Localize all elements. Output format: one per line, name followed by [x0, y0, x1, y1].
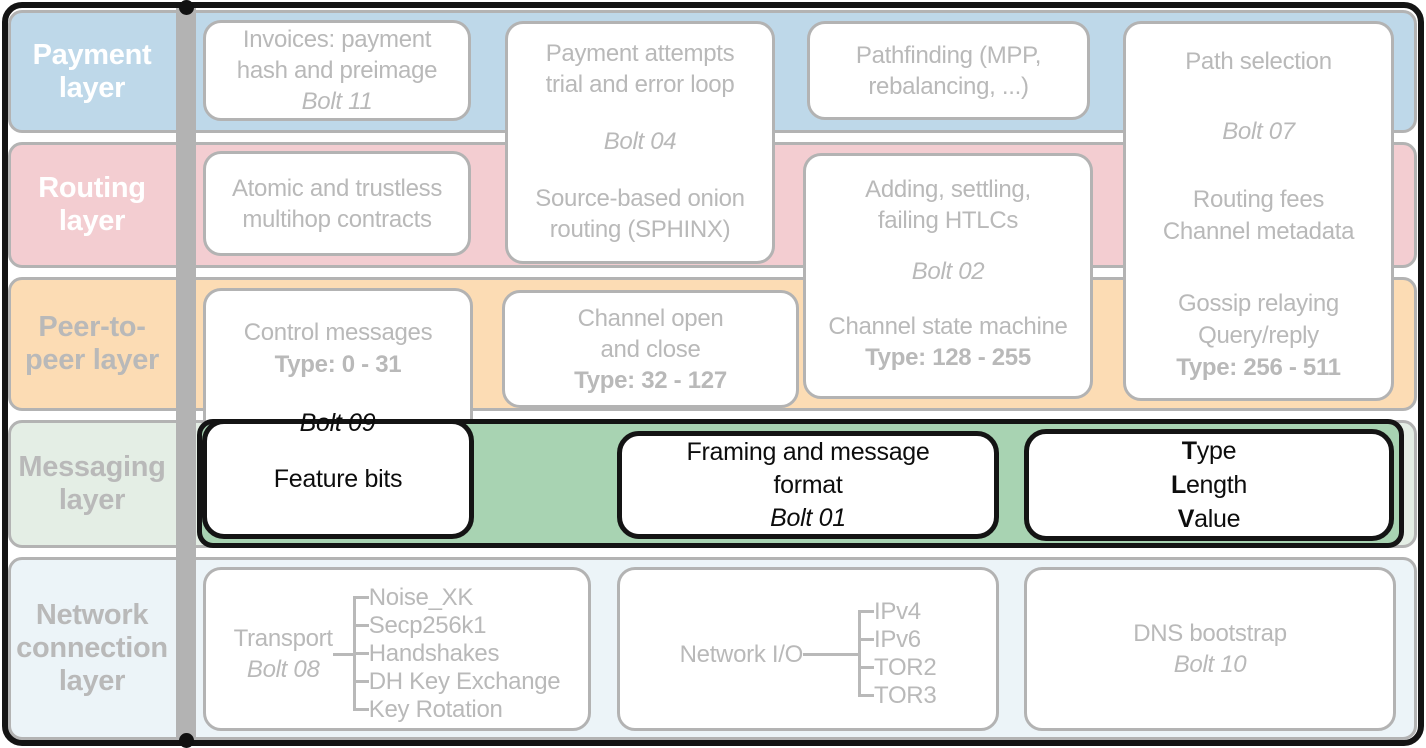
transport-item-key-rotation: Key Rotation: [352, 696, 503, 723]
pathsel-line-3: Channel metadata: [1162, 218, 1355, 245]
peer-to-peer-layer-label: Peer-to- peer layer: [24, 311, 160, 376]
feature-bits-box: Feature bits: [202, 419, 474, 539]
attempts-line-3: Source-based onion: [535, 185, 745, 212]
tlv-rest-type: ype: [1196, 437, 1237, 465]
invoices-line-1: Invoices: payment: [242, 26, 432, 53]
framing-line-2: format: [773, 470, 843, 499]
adding-type-range: Type: 128 - 255: [865, 344, 1031, 371]
pathfinding-line-2: rebalancing, ...): [868, 72, 1029, 100]
invoices-line-2: hash and preimage: [236, 57, 438, 84]
framing-bolt: Bolt 01: [770, 503, 846, 532]
messaging-layer-label: Messaging layer: [18, 451, 166, 516]
network-io-tree-items: IPv4 IPv6 TOR2 TOR3: [857, 598, 937, 710]
bolt-09-overlay-text: Bolt 09: [299, 409, 376, 437]
network-io-item-ipv6: IPv6: [858, 626, 921, 653]
network-io-item-tor2: TOR2: [857, 654, 937, 681]
attempts-bolt: Bolt 04: [603, 128, 677, 155]
framing-box: Framing and message format Bolt 01: [617, 431, 999, 539]
invoices-bolt: Bolt 11: [301, 88, 373, 115]
pathsel-bolt: Bolt 07: [1222, 118, 1295, 145]
transport-label-text: Transport: [233, 625, 333, 652]
adding-line-3: Channel state machine: [828, 313, 1068, 340]
network-io-label: Network I/O: [679, 639, 804, 670]
network-io-connector-line: [803, 652, 859, 656]
transport-item-handshakes: Handshakes: [352, 640, 500, 667]
tlv-line-type: Type: [1181, 434, 1237, 468]
channel-open-box: Channel open and close Type: 32 - 127: [502, 290, 799, 408]
tlv-bold-v: V: [1177, 505, 1195, 533]
pathsel-line-2: Routing fees: [1192, 186, 1325, 213]
tlv-rest-value: alue: [1194, 505, 1241, 533]
dns-line-1: DNS bootstrap: [1133, 620, 1287, 647]
transport-tree-items: Noise_XK Secp256k1 Handshakes DH Key Exc…: [352, 584, 561, 724]
atomic-contracts-box: Atomic and trustless multihop contracts: [203, 151, 471, 256]
transport-connector-line: [332, 652, 353, 656]
feature-bits-label: Feature bits: [273, 464, 403, 493]
tlv-line-length: Length: [1171, 468, 1247, 502]
dns-bootstrap-box: DNS bootstrap Bolt 10: [1024, 567, 1396, 731]
pathsel-type-range: Type: 256 - 511: [1176, 354, 1341, 381]
payment-layer-label: Payment layer: [32, 38, 152, 104]
routing-layer-label: Routing layer: [38, 172, 146, 237]
path-selection-box: Path selection Bolt 07 Routing fees Chan…: [1123, 21, 1394, 401]
transport-box: Transport Bolt 08 Noise_XK Secp256k1 Han…: [203, 567, 591, 731]
network-io-item-tor3: TOR3: [857, 682, 937, 709]
transport-item-dh-key-exchange: DH Key Exchange: [352, 668, 561, 695]
pathsel-line-4: Gossip relaying: [1178, 290, 1339, 317]
attempts-line-1: Payment attempts: [545, 40, 735, 67]
payment-attempts-box: Payment attempts trial and error loop Bo…: [505, 21, 775, 264]
invoices-box: Invoices: payment hash and preimage Bolt…: [203, 20, 471, 121]
attempts-line-4: routing (SPHINX): [549, 216, 731, 243]
pathfinding-box: Pathfinding (MPP, rebalancing, ...): [807, 21, 1090, 120]
pathsel-line-5: Query/reply: [1198, 322, 1319, 349]
divider-bottom-cap: [179, 733, 194, 748]
attempts-line-2: trial and error loop: [545, 71, 735, 98]
chanopen-line-1: Channel open: [577, 304, 724, 332]
chanopen-type-range: Type: 32 - 127: [574, 366, 727, 394]
divider-top-cap: [179, 0, 194, 15]
tlv-bold-l: L: [1170, 471, 1186, 499]
atomic-line-2: multihop contracts: [242, 205, 432, 233]
adding-bolt: Bolt 02: [911, 258, 985, 285]
adding-htlcs-box: Adding, settling, failing HTLCs Bolt 02 …: [803, 153, 1093, 399]
vertical-divider-bar: [176, 4, 196, 744]
transport-label: Transport Bolt 08: [234, 623, 333, 685]
transport-bolt: Bolt 08: [246, 656, 320, 683]
adding-line-2: failing HTLCs: [877, 207, 1019, 234]
tlv-box: Type Length Value: [1024, 429, 1394, 541]
framing-line-1: Framing and message: [686, 437, 930, 466]
control-type-range: Type: 0 - 31: [274, 351, 402, 378]
pathsel-line-1: Path selection: [1185, 48, 1332, 75]
transport-tree: Transport Bolt 08 Noise_XK Secp256k1 Han…: [234, 584, 561, 724]
tlv-bold-t: T: [1181, 437, 1197, 465]
control-line-1: Control messages: [243, 319, 433, 346]
tlv-line-value: Value: [1177, 502, 1241, 536]
atomic-line-1: Atomic and trustless: [231, 174, 443, 202]
tlv-rest-length: ength: [1185, 471, 1248, 499]
adding-line-1: Adding, settling,: [865, 176, 1031, 203]
network-io-box: Network I/O IPv4 IPv6 TOR2 TOR3: [617, 567, 999, 731]
network-io-label-text: Network I/O: [679, 640, 804, 668]
chanopen-line-2: and close: [600, 335, 701, 363]
transport-item-secp256k1: Secp256k1: [352, 612, 487, 639]
transport-item-noise-xk: Noise_XK: [352, 584, 474, 611]
pathfinding-line-1: Pathfinding (MPP,: [855, 41, 1042, 69]
network-io-tree: Network I/O IPv4 IPv6 TOR2 TOR3: [680, 598, 937, 710]
network-connection-layer-label: Network connection layer: [16, 599, 168, 697]
network-io-item-ipv4: IPv4: [858, 598, 921, 625]
dns-bolt: Bolt 10: [1173, 651, 1247, 678]
